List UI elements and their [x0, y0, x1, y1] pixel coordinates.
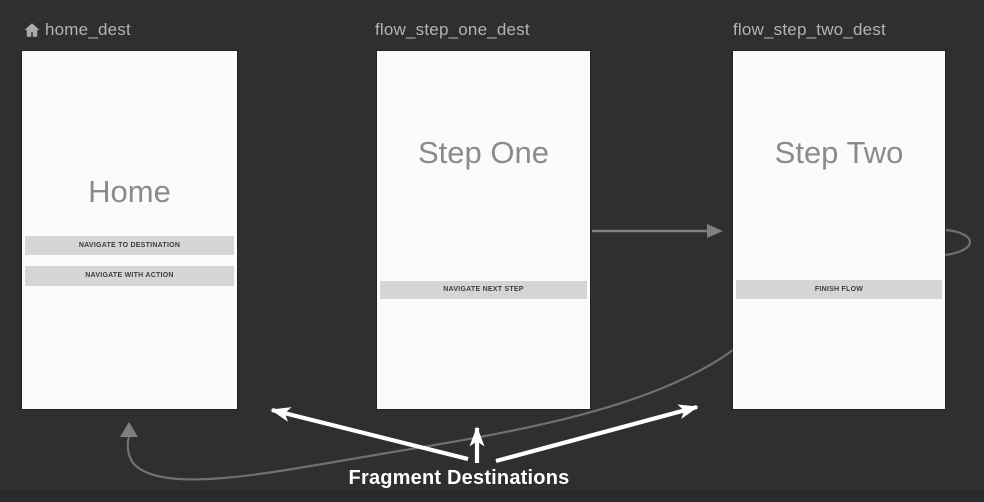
annotation-arrow-to-home [270, 407, 469, 462]
preview-button: NAVIGATE WITH ACTION [25, 266, 234, 286]
destination-label: flow_step_one_dest [375, 20, 530, 39]
destination-header-step-two[interactable]: flow_step_two_dest [733, 20, 886, 40]
destination-header-home[interactable]: home_dest [23, 20, 131, 40]
home-icon [24, 23, 40, 37]
fragment-title: Step Two [774, 135, 904, 170]
action-arrow-step-one-to-step-two[interactable] [592, 224, 723, 238]
preview-button: NAVIGATE TO DESTINATION [25, 236, 234, 255]
fragment-title: Home [88, 174, 171, 209]
destination-card-home[interactable]: Home NAVIGATE TO DESTINATION NAVIGATE WI… [22, 51, 237, 409]
destination-card-step-two[interactable]: Step Two FINISH FLOW [733, 51, 945, 409]
bottom-bar [0, 490, 984, 502]
destination-card-step-one[interactable]: Step One NAVIGATE NEXT STEP [377, 51, 590, 409]
annotation-label: Fragment Destinations [348, 467, 570, 489]
destination-header-step-one[interactable]: flow_step_one_dest [375, 20, 530, 40]
preview-button: FINISH FLOW [736, 280, 942, 299]
destination-label: home_dest [45, 20, 131, 39]
annotation-arrow-to-step-two [495, 404, 699, 464]
preview-button: NAVIGATE NEXT STEP [380, 281, 587, 299]
fragment-title: Step One [418, 135, 549, 170]
destination-label: flow_step_two_dest [733, 20, 886, 39]
